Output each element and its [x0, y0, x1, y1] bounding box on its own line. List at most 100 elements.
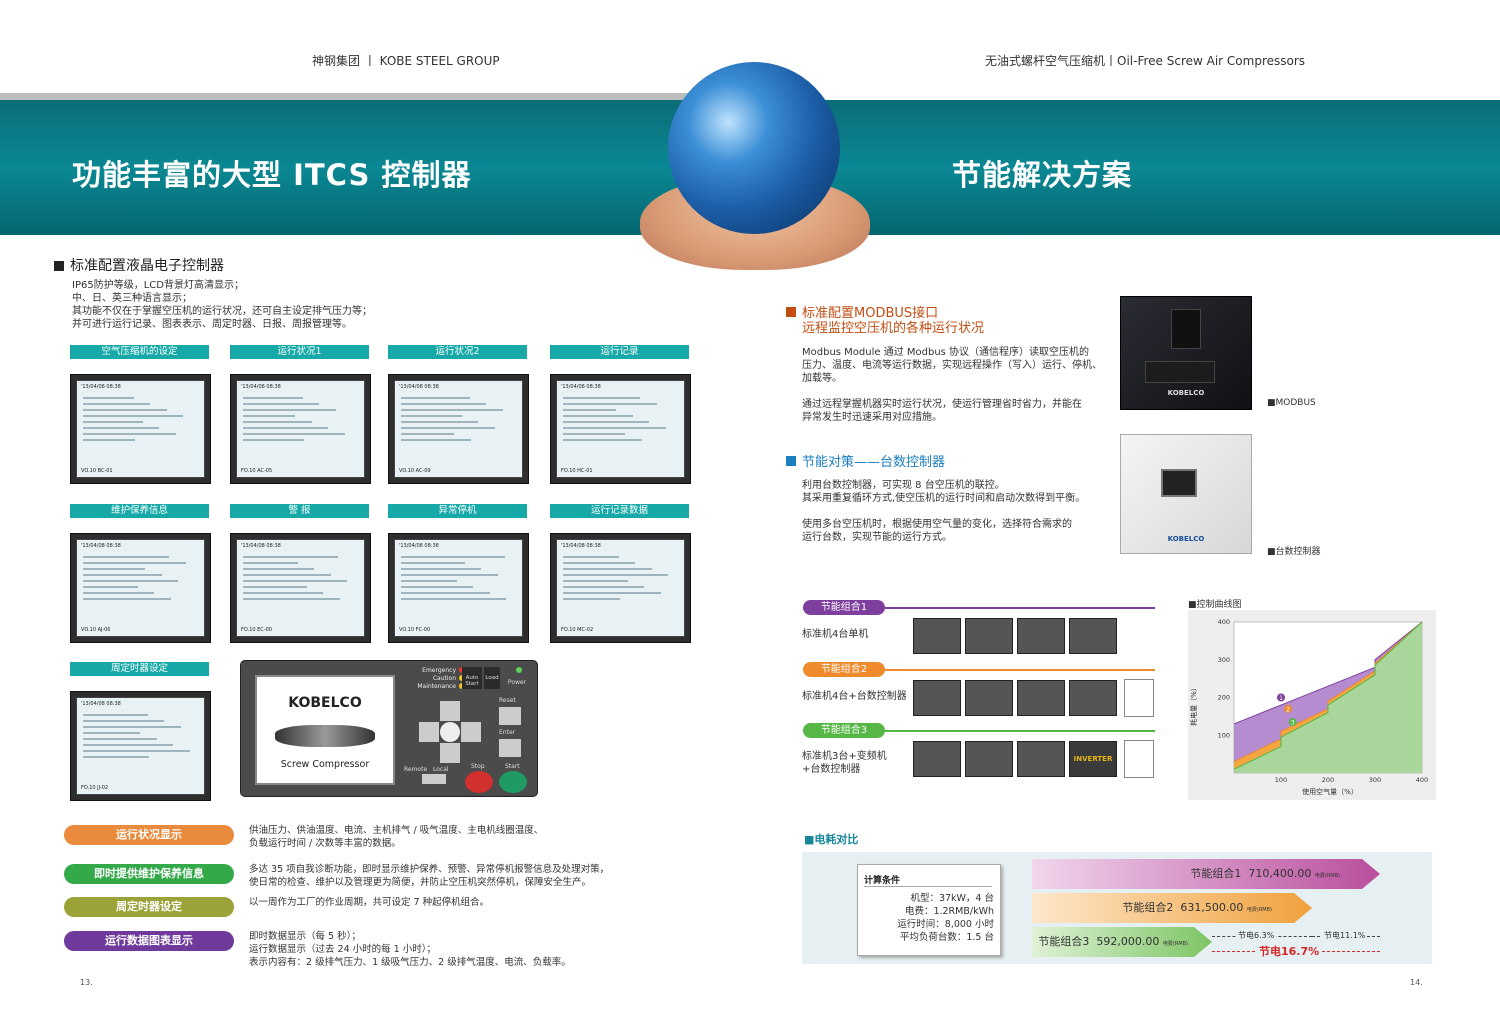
control-panel: KOBELCO Screw Compressor Emergency Cauti…: [240, 660, 538, 797]
caution-label: Caution: [432, 675, 456, 682]
controller-device-brand: KOBELCO: [1167, 535, 1205, 543]
direction-pad[interactable]: [419, 701, 481, 763]
lcd-time: '13/04/08 08:38: [561, 543, 601, 549]
feature-pill: 即时提供维护保养信息: [64, 864, 234, 884]
right-button[interactable]: [461, 722, 481, 742]
series-marker-label: 2: [1286, 706, 1290, 713]
lcd-text-row: [83, 397, 134, 399]
combo-description: 标准机4台+台数控制器: [802, 690, 907, 703]
auto-start-button[interactable]: Auto Start: [462, 667, 482, 689]
combo-tag: 节能组合1: [803, 600, 885, 615]
lcd-text-row: [563, 409, 617, 411]
left-section-title-text: 标准配置液晶电子控制器: [70, 258, 224, 274]
intro-line: IP65防护等级，LCD背景灯高清显示；: [72, 280, 244, 291]
bar-value: 710,400.00: [1248, 867, 1312, 880]
lcd-text-row: [83, 562, 186, 564]
feature-text-line: 即时数据显示（每 5 秒）；: [249, 931, 361, 942]
series-line-3: [1233, 621, 1423, 770]
lcd-text-row: [563, 433, 626, 435]
modbus-text-line: 通过远程掌握机器实时运行状况，使运行管理省时省力，并能在: [802, 399, 1082, 410]
power-led: [516, 667, 522, 673]
lcd-text-row: [243, 586, 307, 588]
up-button[interactable]: [440, 701, 460, 721]
calc-title: 计算条件: [864, 876, 901, 886]
lcd-text-row: [243, 556, 339, 558]
lcd-time: '13/04/08 08:38: [81, 543, 121, 549]
lcd-text-row: [563, 568, 652, 570]
lcd-text-row: [83, 568, 146, 570]
feature-text-line: 表示内容有：2 级排气压力、1 级吸气压力、2 级排气温度、电流、负载率。: [249, 957, 571, 968]
center-button[interactable]: [440, 722, 460, 742]
start-label: Start: [505, 763, 520, 770]
square-bullet-icon: [786, 456, 796, 466]
reset-button[interactable]: [499, 707, 521, 725]
bar-unit: 电费(RMB): [1314, 873, 1340, 879]
compare-bar-2: 节能组合2 631,500.00 电费(RMB): [1032, 893, 1312, 923]
panel-status-labels: Emergency Caution Maintenance: [401, 667, 456, 691]
remote-local-switch[interactable]: [422, 774, 446, 784]
down-button[interactable]: [440, 743, 460, 763]
calc-line: 机型：37kW，4 台: [910, 893, 994, 904]
lcd-screen-id: VO.10 AJ-06: [81, 627, 111, 633]
lcd-text-row: [401, 562, 465, 564]
y-tick-label: 200: [1218, 694, 1230, 702]
lcd-text-row: [563, 556, 619, 558]
screen-label: 警 报: [230, 504, 369, 518]
feature-pill: 运行状况显示: [64, 825, 234, 845]
start-button[interactable]: [499, 771, 527, 793]
lcd-screen-id: VO.10 FC-00: [399, 627, 431, 633]
power-label: Power: [507, 679, 527, 686]
bar-value: 592,000.00: [1096, 935, 1160, 948]
modbus-device-image: KOBELCO: [1120, 296, 1252, 410]
lcd-text-row: [83, 403, 151, 405]
saving-label-2: 节电11.1%: [1322, 930, 1368, 941]
lcd-text-row: [563, 562, 636, 564]
combo-description-line: +台数控制器: [802, 764, 861, 775]
series-marker-label: 1: [1279, 695, 1283, 702]
feature-text: 供油压力、供油温度、电流、主机排气 / 吸气温度、主电机线圈温度、负载运行时间 …: [249, 824, 669, 850]
lcd-text-row: [243, 439, 304, 441]
lcd-text-row: [83, 732, 141, 734]
stop-label: Stop: [471, 763, 485, 770]
lcd-text-row: [563, 592, 661, 594]
screen-label: 维护保养信息: [70, 504, 209, 518]
lcd-screen-id: FO.10 HC-01: [561, 468, 593, 474]
curve-ylabel: 耗电量（%）: [1189, 684, 1198, 726]
series-marker-3: [1288, 718, 1297, 727]
local-label: Local: [433, 766, 449, 773]
modbus-text-line: 加载等。: [802, 373, 842, 384]
header-right: 无油式螺杆空气压缩机丨Oil-Free Screw Air Compressor…: [985, 54, 1306, 68]
screen-label: 运行状况1: [230, 345, 369, 359]
feature-pill: 运行数据图表显示: [64, 931, 234, 951]
load-button[interactable]: Load: [484, 667, 500, 689]
lcd-screen-id: VO.10 AC-09: [399, 468, 431, 474]
enter-button[interactable]: [499, 739, 521, 757]
left-button[interactable]: [419, 722, 439, 742]
lcd-text-row: [83, 421, 143, 423]
combo-rule: [885, 607, 1155, 609]
lcd-text-row: [83, 556, 170, 558]
feature-text: 以一周作为工厂的作业周期，共可设定 7 种起停机组合。: [249, 896, 669, 909]
combo-tag: 节能组合2: [803, 662, 885, 677]
curve-caption: ■控制曲线图: [1188, 600, 1242, 610]
modbus-title: 标准配置MODBUS接口 远程监控空压机的各种运行状况: [786, 306, 984, 336]
lcd-text-row: [83, 433, 176, 435]
lcd-text-row: [243, 592, 323, 594]
page-number-left: 13.: [80, 978, 93, 987]
compressor-unit: [913, 741, 961, 777]
lcd-text-row: [401, 439, 471, 441]
stop-button[interactable]: [465, 771, 493, 793]
lcd-time: '13/04/08 08:38: [399, 384, 439, 390]
controller-text-line: 使用多台空压机时，根据使用空气量的变化，选择符合需求的: [802, 519, 1072, 530]
bar-label: 节能组合2: [1122, 901, 1174, 914]
lcd-text-row: [401, 592, 490, 594]
series-area-1: [1234, 622, 1422, 762]
